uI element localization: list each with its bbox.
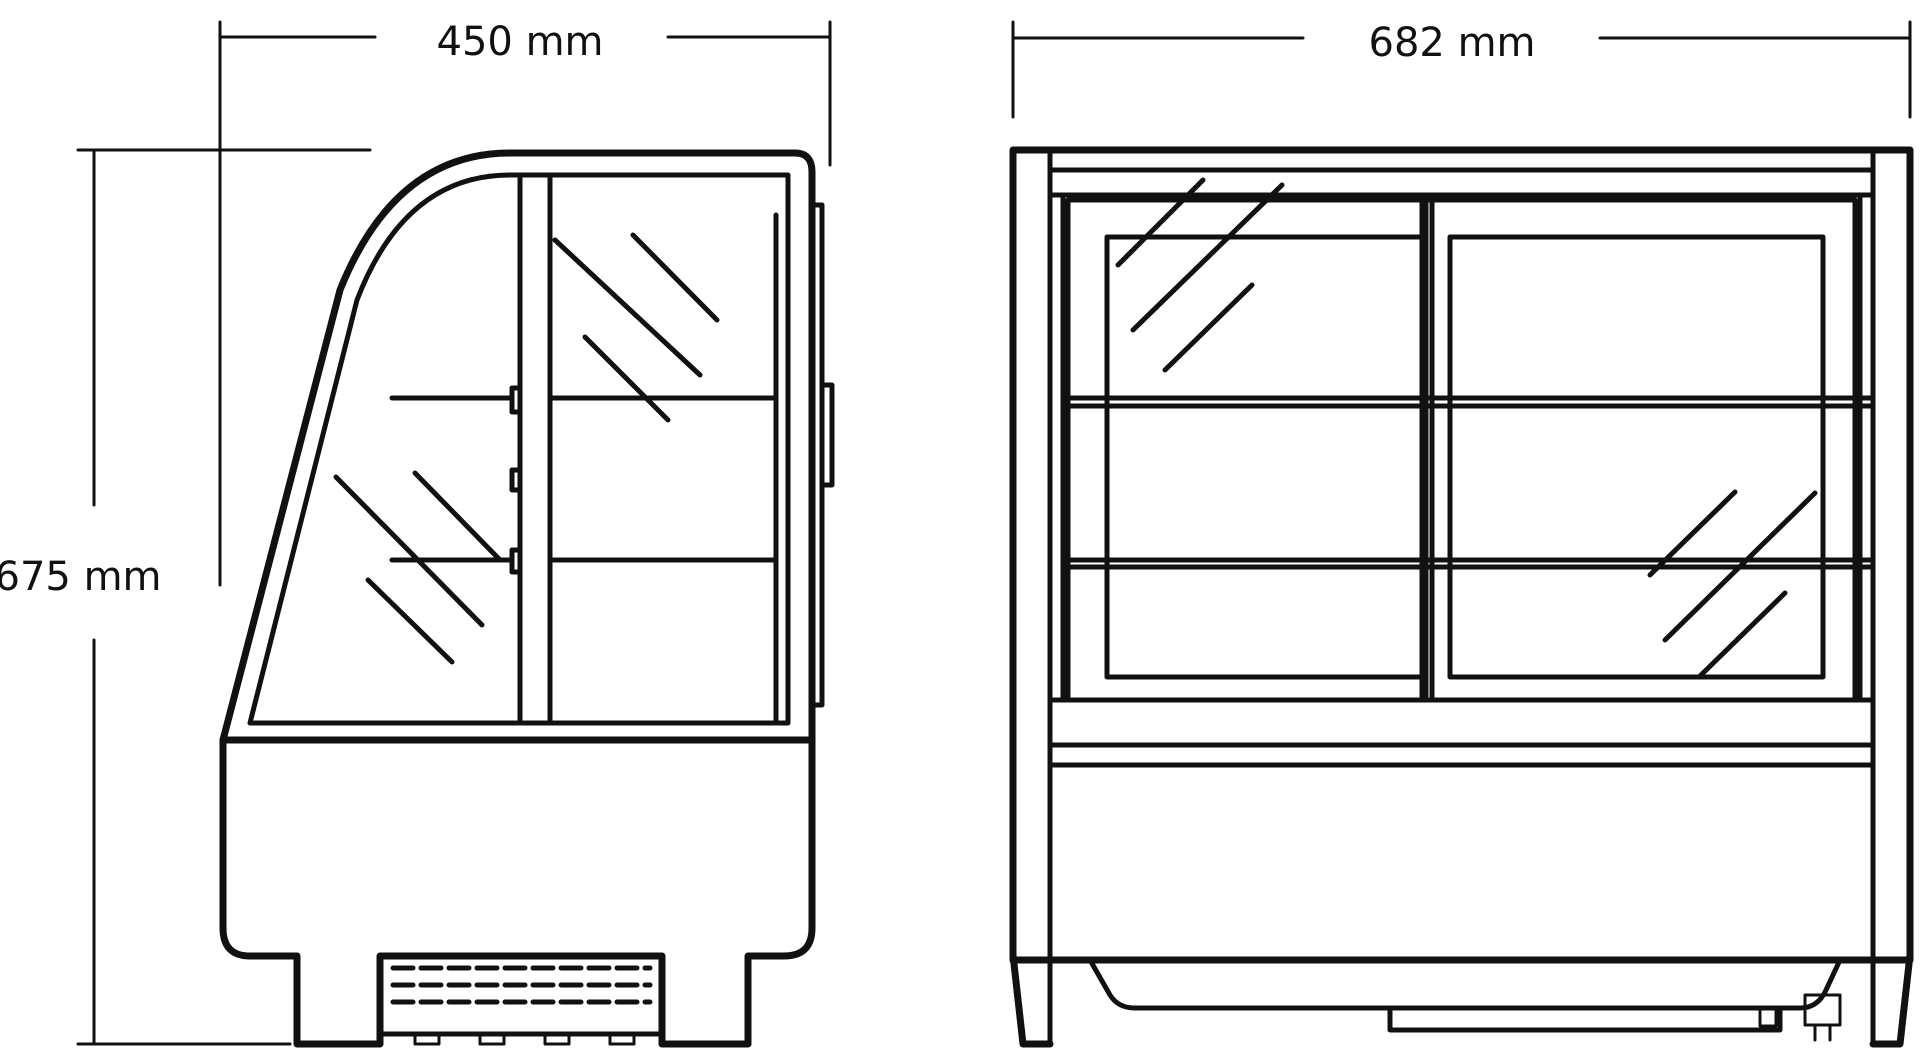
dimension-lines [76,20,1912,1046]
front-width-label: 682 mm [1369,20,1536,66]
side-width-label: 450 mm [437,19,604,65]
side-view-icon [219,149,835,1048]
vent-grille-icon [390,965,653,1005]
height-label: 675 mm [0,554,162,600]
front-view-icon [1009,146,1914,1048]
